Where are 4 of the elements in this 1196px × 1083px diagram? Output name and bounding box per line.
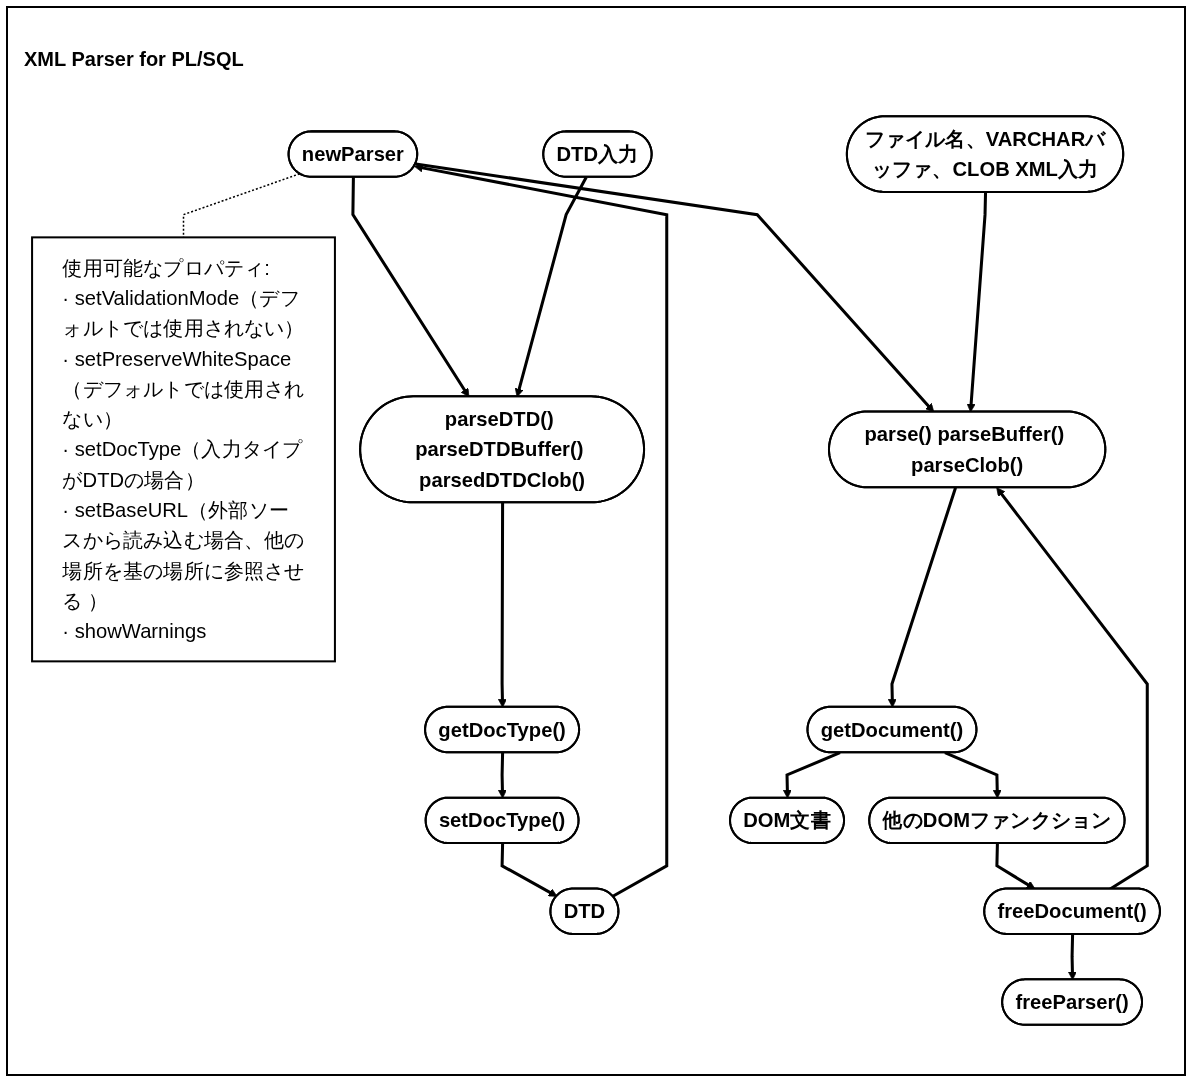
diagram-title: XML Parser for PL/SQL <box>24 48 245 71</box>
arrow <box>414 163 669 898</box>
arrow <box>500 843 558 897</box>
node-box: 使用可能なプロパティ: · setValidationMode（デフォルトでは使用されない） · setPreserveWhiteSpace（デフォルトでは使用されない） · setDocType（入力タイプがDTDの場合） · setBaseURL（外部ソースから読み込む場合、他の場所を基の場所に参照させる ） · showWarnings <box>31 236 336 663</box>
